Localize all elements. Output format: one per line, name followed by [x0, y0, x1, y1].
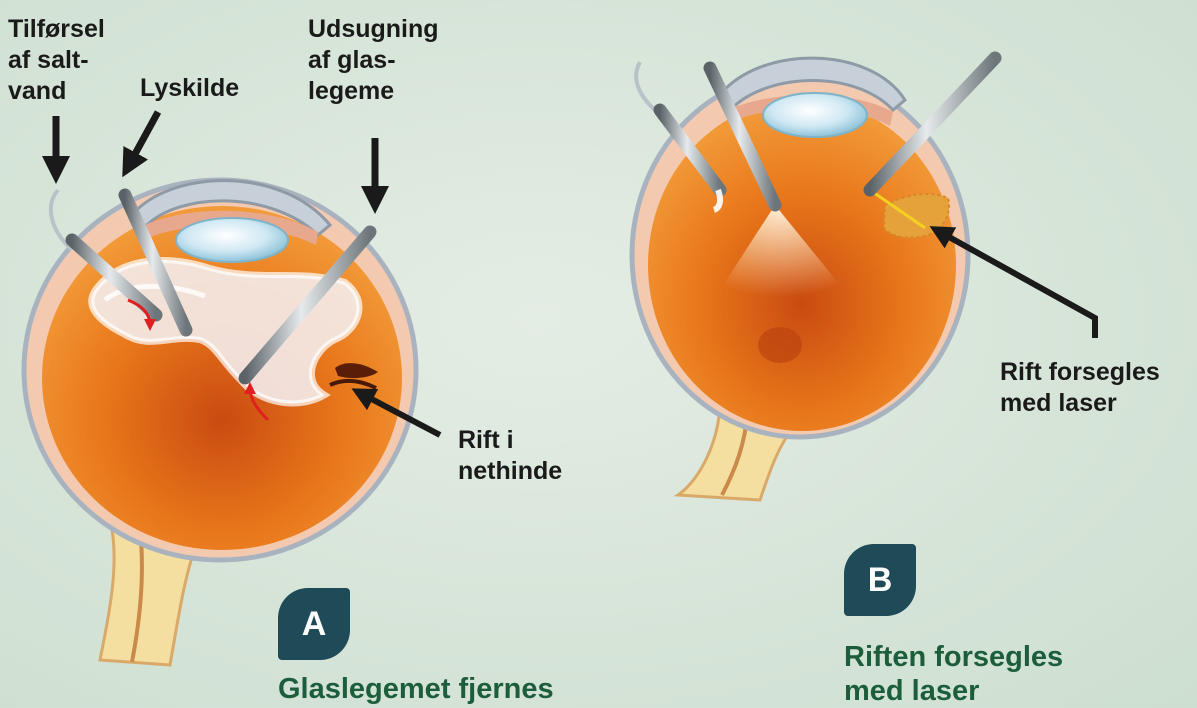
caption-b: Riften forsegles med laser — [844, 640, 1063, 708]
label-light: Lyskilde — [140, 73, 239, 104]
macula-b — [758, 327, 802, 363]
lens-a — [176, 218, 288, 262]
eye-b — [632, 58, 995, 500]
badge-b: B — [844, 544, 916, 616]
label-saline: Tilførsel af salt- vand — [8, 14, 105, 107]
eye-a — [24, 180, 416, 665]
label-laser: Rift forsegles med laser — [1000, 357, 1160, 419]
badge-a: A — [278, 588, 350, 660]
label-tear: Rift i nethinde — [458, 425, 562, 487]
label-suction: Udsugning af glas- legeme — [308, 14, 439, 107]
arrow-light — [129, 112, 158, 165]
lens-b — [763, 93, 867, 137]
caption-a: Glaslegemet fjernes — [278, 672, 554, 706]
